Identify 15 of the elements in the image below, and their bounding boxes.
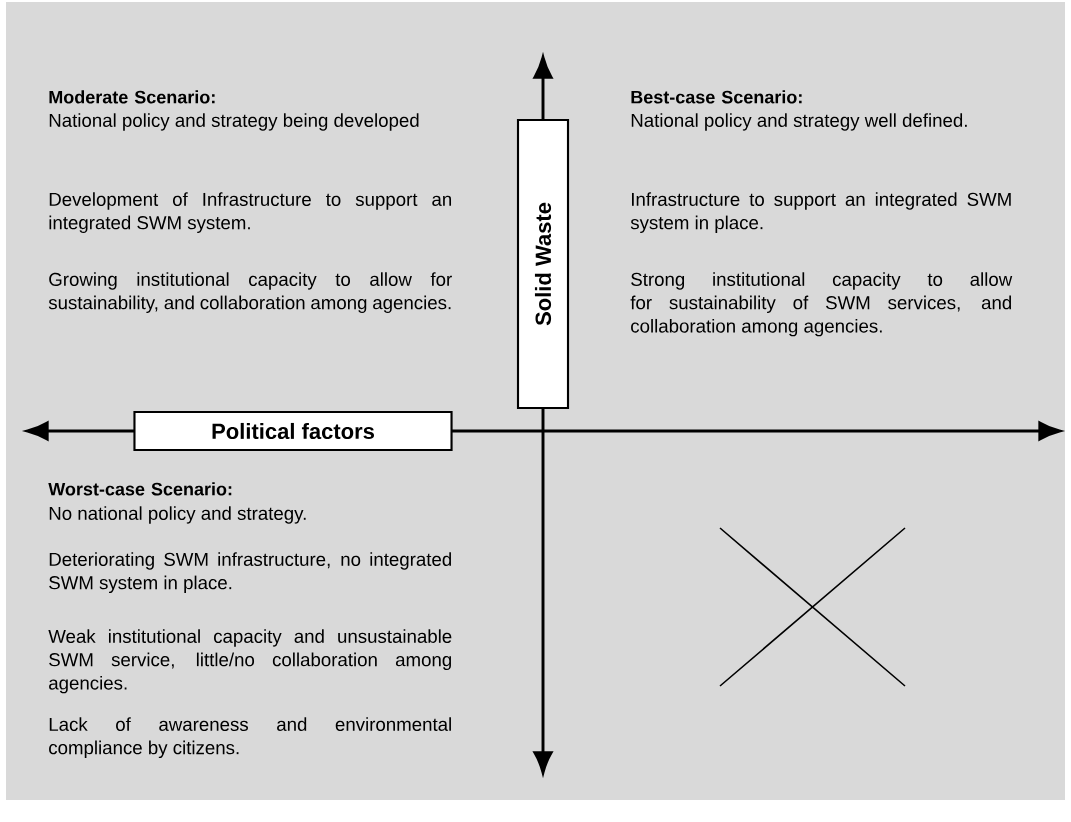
scenario-text: Weak institutional capacity and unsustainable SWM service, little/no collaboration among agencies. [48,629,452,694]
axis-label-box: Solid Waste [516,118,570,410]
scenario-text: National policy and strategy being developed [49,113,419,131]
scenario-text: Development of Infrastructure to support an integrated SWM system. [49,192,451,233]
scenario-heading: Best-case Scenario: [631,90,802,104]
scenario-heading: Moderate Scenario: [49,90,215,104]
scenario-text: No national policy and strategy. [49,506,306,524]
scenario-text: Growing institutional capacity to allow for sustainability, and collaboration among agencies. [48,272,452,313]
scenario-text: Strong institutional capacity to allow for sustainability of SWM services, and collaboration among agencies. [630,272,1013,337]
scenario-text: National policy and strategy well defined. [631,113,967,131]
scenario-text: Lack of awareness and environmental compliance by citizens. [49,717,451,758]
scenario-text: Infrastructure to support an integrated SWM system in place. [630,192,1011,233]
axis-label-box: Political factors [133,410,453,452]
scenario-text: Deteriorating SWM infrastructure, no integrated SWM system in place. [49,552,451,593]
scenario-heading: Worst-case Scenario: [48,482,232,496]
